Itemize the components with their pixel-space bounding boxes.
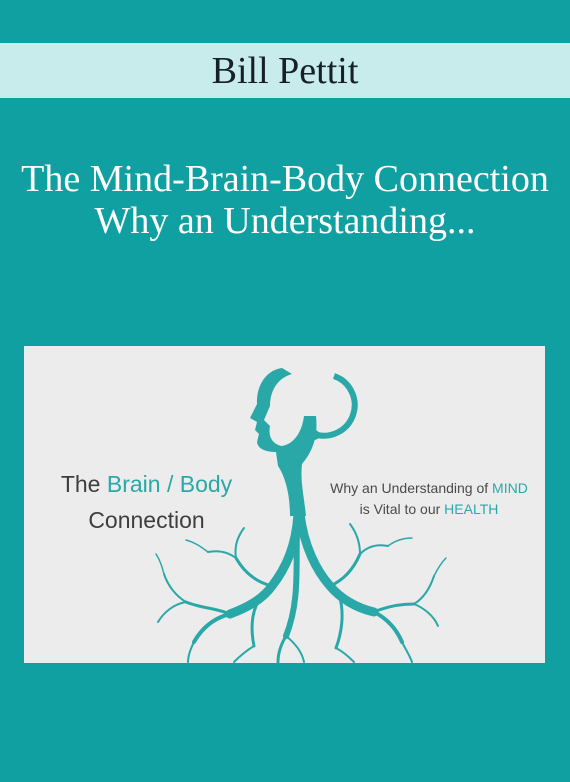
author-name: Bill Pettit <box>211 49 359 92</box>
title-line-1: The Mind-Brain-Body Connection <box>21 158 549 200</box>
cover-image: The Brain / Body Connection Why an Under… <box>24 346 545 663</box>
cover-heading-brain-body: Brain / Body <box>106 471 233 497</box>
product-title: The Mind-Brain-Body Connection Why an Un… <box>0 158 570 242</box>
cover-subheading: Why an Understanding of MIND is Vital to… <box>320 478 538 520</box>
cover-heading-line-2: Connection <box>88 507 205 533</box>
cover-subheading-prefix-1: Why an Understanding of <box>330 480 493 496</box>
head-profile-icon <box>250 368 317 516</box>
cover-subheading-prefix-2: is Vital to our <box>359 501 445 517</box>
cover-subheading-mind: MIND <box>492 480 528 496</box>
cover-heading: The Brain / Body Connection <box>24 466 269 538</box>
title-line-2: Why an Understanding... <box>94 200 476 242</box>
head-roots-illustration <box>155 368 447 663</box>
cover-heading-line-1: The Brain / Body <box>24 466 269 502</box>
roots-icon <box>155 509 447 663</box>
cover-subheading-health: HEALTH <box>444 501 499 517</box>
cover-heading-the: The <box>60 471 107 497</box>
author-banner: Bill Pettit <box>0 43 570 98</box>
cover-subheading-line-1: Why an Understanding of MIND <box>320 478 538 499</box>
cover-subheading-line-2: is Vital to our HEALTH <box>320 499 538 520</box>
